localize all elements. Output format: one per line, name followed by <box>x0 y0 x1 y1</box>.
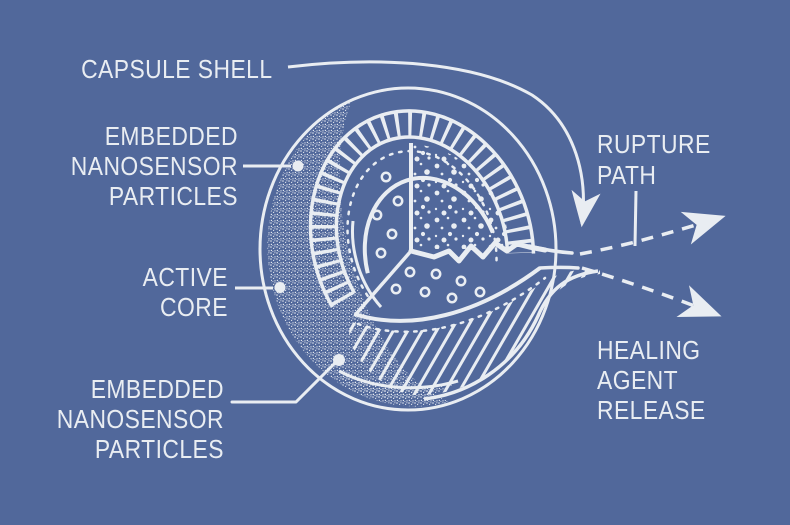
core-particle-scatter <box>411 144 509 249</box>
rupture-exit-channel-upper-lip <box>527 244 574 255</box>
rupture-path-pointer-line <box>633 190 638 247</box>
label-embedded-nanosensor-top: EMBEDDED NANOSENSOR PARTICLES <box>70 121 238 211</box>
label-healing-agent-release: HEALING AGENT RELEASE <box>597 335 706 425</box>
rupture-exit-channel-lower-lip <box>538 265 580 270</box>
label-active-core: ACTIVE CORE <box>142 262 228 322</box>
label-rupture-path: RUPTURE PATH <box>597 129 711 190</box>
capsule-outer-shell <box>258 86 558 412</box>
embedded-top-leader <box>243 160 304 172</box>
active-core-leader <box>235 282 286 293</box>
label-embedded-nanosensor-bottom: EMBEDDED NANOSENSOR PARTICLES <box>56 374 224 464</box>
healing-release-lower-arrow <box>581 266 722 317</box>
rupture-crack <box>408 240 580 270</box>
lower-shell-cut-bowl <box>349 268 600 401</box>
inner-membrane-dotted-line <box>346 149 498 298</box>
leader-dot <box>292 160 304 172</box>
cut-face-particles <box>371 171 486 304</box>
leader-dot <box>333 354 345 366</box>
label-capsule-shell: CAPSULE SHELL <box>80 54 272 84</box>
rupture-upper-arrow <box>579 211 726 256</box>
capsule-shell-pointer-arrow <box>287 60 601 228</box>
embedded-bottom-leader <box>230 354 345 404</box>
leader-dot <box>274 282 286 293</box>
